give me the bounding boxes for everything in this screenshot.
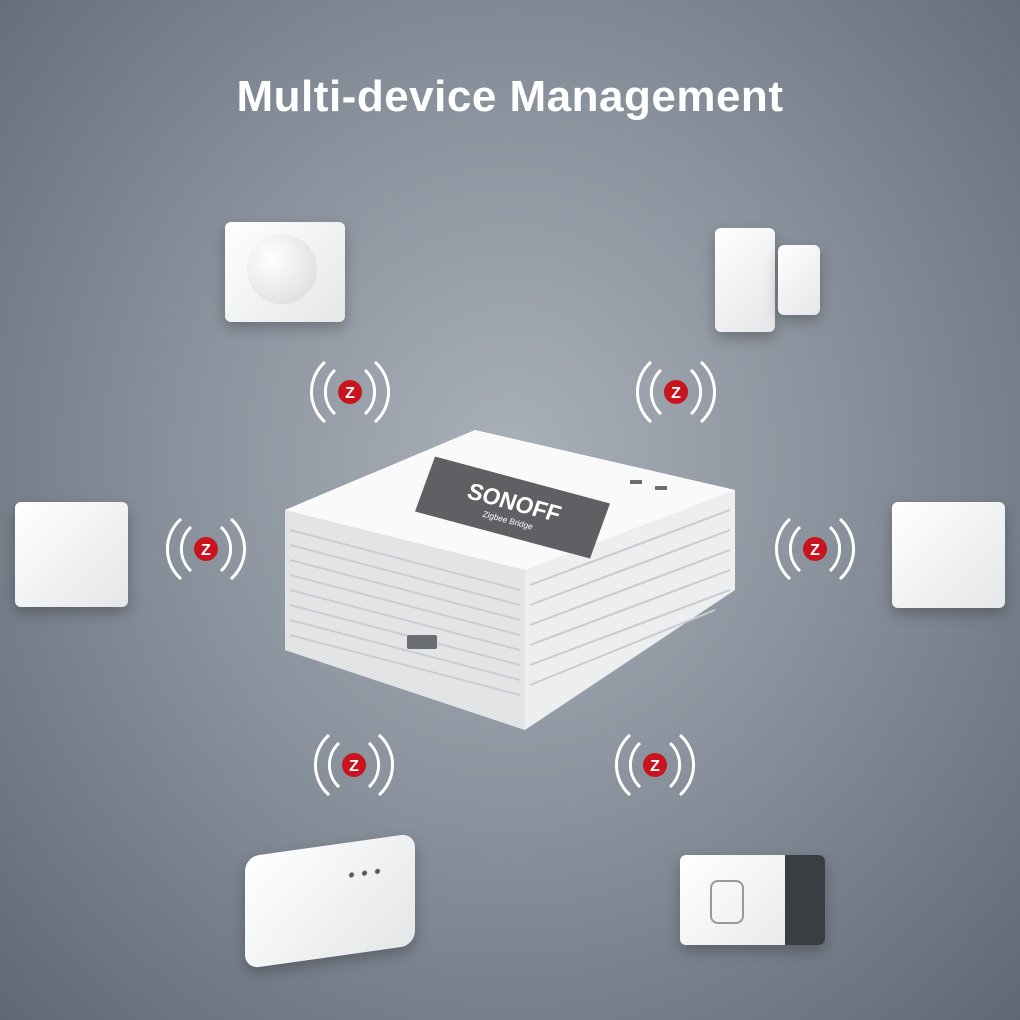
temperature-humidity-sensor (892, 502, 1005, 608)
zigbee-bridge-hub (285, 430, 735, 730)
door-window-sensor (715, 228, 775, 332)
door-window-magnet (778, 245, 820, 315)
led-indicators (345, 867, 385, 879)
smart-plug (680, 855, 825, 945)
pir-dome (247, 234, 317, 304)
zigbee-icon (165, 517, 247, 581)
page-title: Multi-device Management (236, 72, 784, 121)
plug-side (785, 855, 825, 945)
zigbee-icon (309, 360, 391, 424)
zigbee-icon (313, 733, 395, 797)
zigbee-icon (635, 360, 717, 424)
wireless-switch (15, 502, 128, 607)
outlet-icon (710, 880, 744, 924)
smart-relay (245, 833, 415, 969)
zigbee-icon (774, 517, 856, 581)
motion-sensor (225, 222, 345, 322)
zigbee-icon (614, 733, 696, 797)
